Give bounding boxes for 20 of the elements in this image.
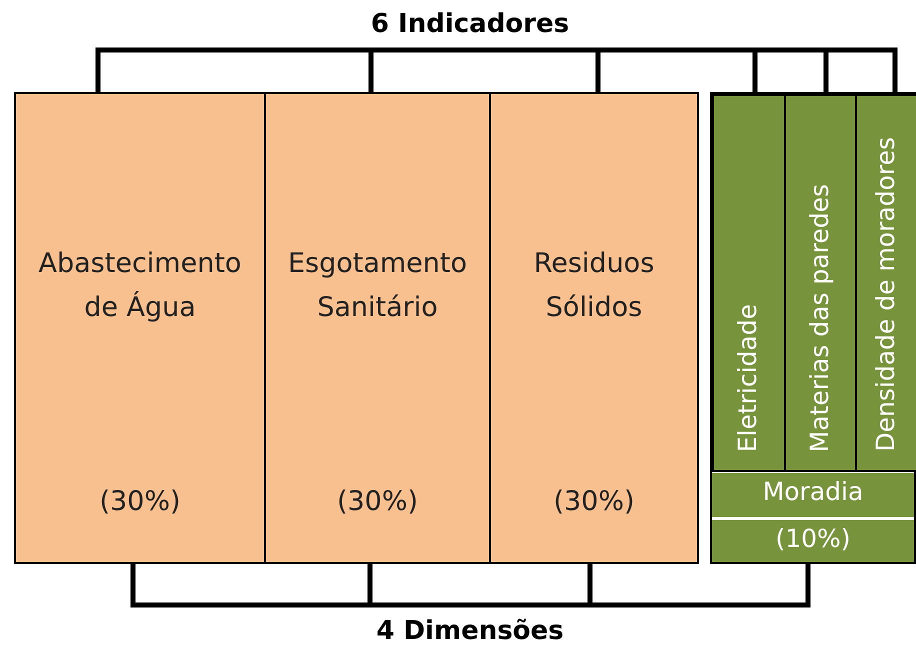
indicator-label: Densidade de moradores	[870, 137, 900, 452]
weight-percentage: (30%)	[336, 485, 418, 519]
bracket-label: 6 Indicadores	[370, 9, 570, 39]
bracket-label: 4 Dimensões	[376, 616, 564, 646]
weight-percentage: (10%)	[775, 524, 851, 553]
dimension-name: Residuos Sólidos	[532, 247, 656, 325]
indicator-column	[712, 94, 786, 472]
weight-percentage: (30%)	[99, 485, 181, 519]
dimension-panel	[489, 92, 699, 564]
indicator-label: Materias das paredes	[804, 184, 834, 452]
dimension-name: Esgotamento Sanitário	[286, 247, 468, 325]
dimension-panel	[710, 92, 916, 564]
indicator-label: Eletricidade	[733, 304, 762, 452]
dimension-panel	[14, 92, 266, 564]
dimension-panel	[264, 92, 491, 564]
weight-percentage: (30%)	[553, 485, 635, 519]
dimension-name: Abastecimento de Água	[38, 247, 242, 325]
indicator-column	[784, 94, 857, 472]
indicator-column	[855, 94, 916, 472]
dimension-name: Moradia	[762, 477, 864, 506]
